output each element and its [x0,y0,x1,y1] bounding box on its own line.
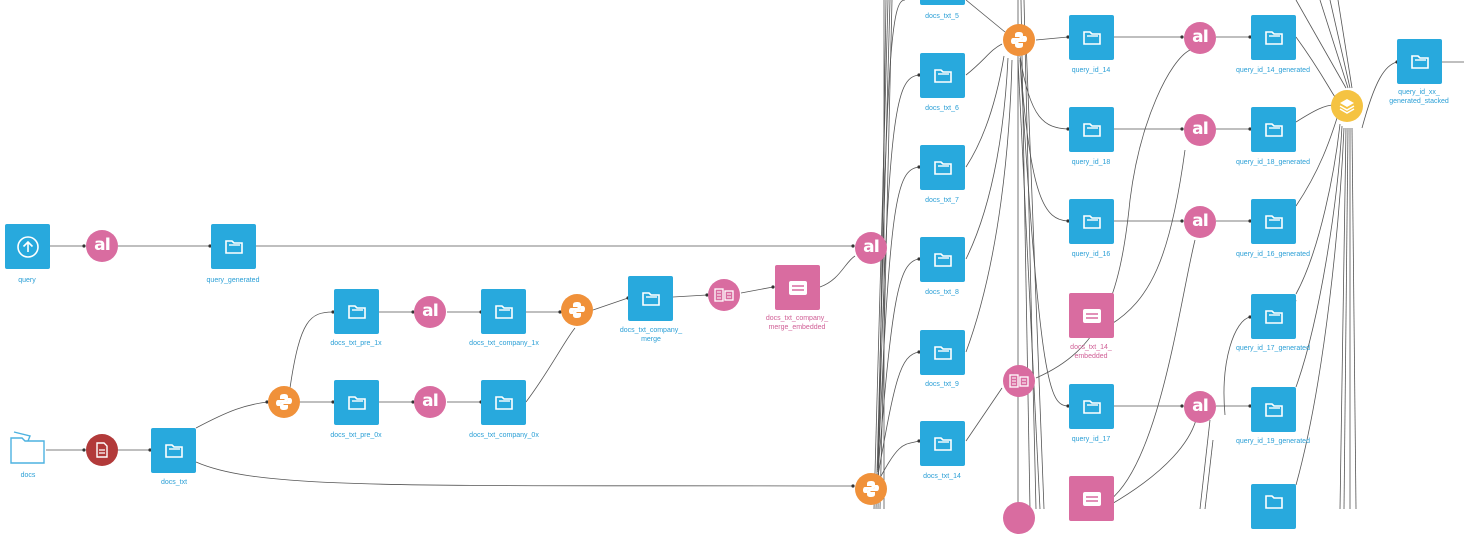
managed-folder-icon [10,431,45,464]
folder-icon [481,289,526,334]
knowledge-bank-icon [1069,476,1114,521]
folder-icon [1069,107,1114,152]
node-label: docs_txt_company_ merge [619,327,683,343]
knowledge-bank-icon [775,265,820,310]
folder-icon [628,276,673,321]
node-label: docs_txt_9 [925,381,959,388]
node-label: docs_txt_5 [925,13,959,20]
llm-recipe-icon[interactable]: aI [414,386,446,418]
folder-icon [1251,294,1296,339]
folder-icon [1397,39,1442,84]
node-label: query_id_14 [1071,67,1111,74]
folder-icon [920,145,965,190]
node-label: docs_txt [160,479,188,486]
node-label: query_id_14_generated [1236,67,1310,74]
folder-icon [920,0,965,5]
node-label: query_id_17 [1071,436,1111,443]
folder-icon [920,53,965,98]
folder-icon [151,428,196,473]
llm-recipe-icon[interactable]: aI [1184,22,1216,54]
folder-icon [481,380,526,425]
llm-recipe-icon[interactable]: aI [86,230,118,262]
folder-icon [1251,107,1296,152]
knowledge-bank-icon [1069,293,1114,338]
node-label: query_id_19_generated [1236,438,1310,445]
llm-recipe-icon[interactable]: aI [1184,391,1216,423]
node-label: query_id_16 [1071,251,1111,258]
node-label: docs_txt_14 [923,473,961,480]
node-label: docs_txt_6 [925,105,959,112]
extract-text-icon[interactable] [86,434,118,466]
node-label: query_id_18_generated [1236,159,1310,166]
node-label: docs_txt_8 [925,289,959,296]
llm-recipe-icon[interactable]: aI [855,232,887,264]
embed-recipe-icon[interactable] [1003,365,1035,397]
folder-icon [920,330,965,375]
node-label: docs [20,472,36,479]
folder-icon [1251,15,1296,60]
node-label: query [18,277,36,284]
python-icon[interactable] [855,473,887,505]
python-icon[interactable] [268,386,300,418]
node-label: docs_txt_company_0x [469,432,539,439]
embed-recipe-icon[interactable] [708,279,740,311]
folder-icon [334,289,379,334]
node-label: query_generated [206,277,260,284]
llm-recipe-icon[interactable]: aI [1184,206,1216,238]
llm-recipe-icon[interactable]: aI [1184,114,1216,146]
embed-recipe-icon[interactable] [1003,502,1035,534]
python-icon[interactable] [1003,24,1035,56]
folder-icon [1069,15,1114,60]
python-icon[interactable] [561,294,593,326]
folder-icon [1069,384,1114,429]
stack-icon[interactable] [1331,90,1363,122]
node-label: query_id_xx_ generated_stacked [1389,89,1449,105]
upload-icon [5,224,50,269]
node-label: query_id_18 [1071,159,1111,166]
folder-icon [920,237,965,282]
folder-icon [1251,199,1296,244]
node-label: docs_txt_7 [925,197,959,204]
llm-recipe-icon[interactable]: aI [414,296,446,328]
folder-icon [334,380,379,425]
node-label: docs_txt_pre_1x [330,340,382,347]
node-label: query_id_17_generated [1236,345,1310,352]
node-label: docs_txt_company_ merge_embedded [765,315,829,331]
folder-icon [920,421,965,466]
node-label: docs_txt_14_ embedded [1070,344,1112,360]
node-label: query_id_16_generated [1236,251,1310,258]
folder-icon [1251,484,1296,529]
node-label: docs_txt_company_1x [469,340,539,347]
folder-icon [1069,199,1114,244]
flow-edges [46,0,1464,509]
folder-icon [1251,387,1296,432]
folder-icon [211,224,256,269]
node-label: docs_txt_pre_0x [330,432,382,439]
